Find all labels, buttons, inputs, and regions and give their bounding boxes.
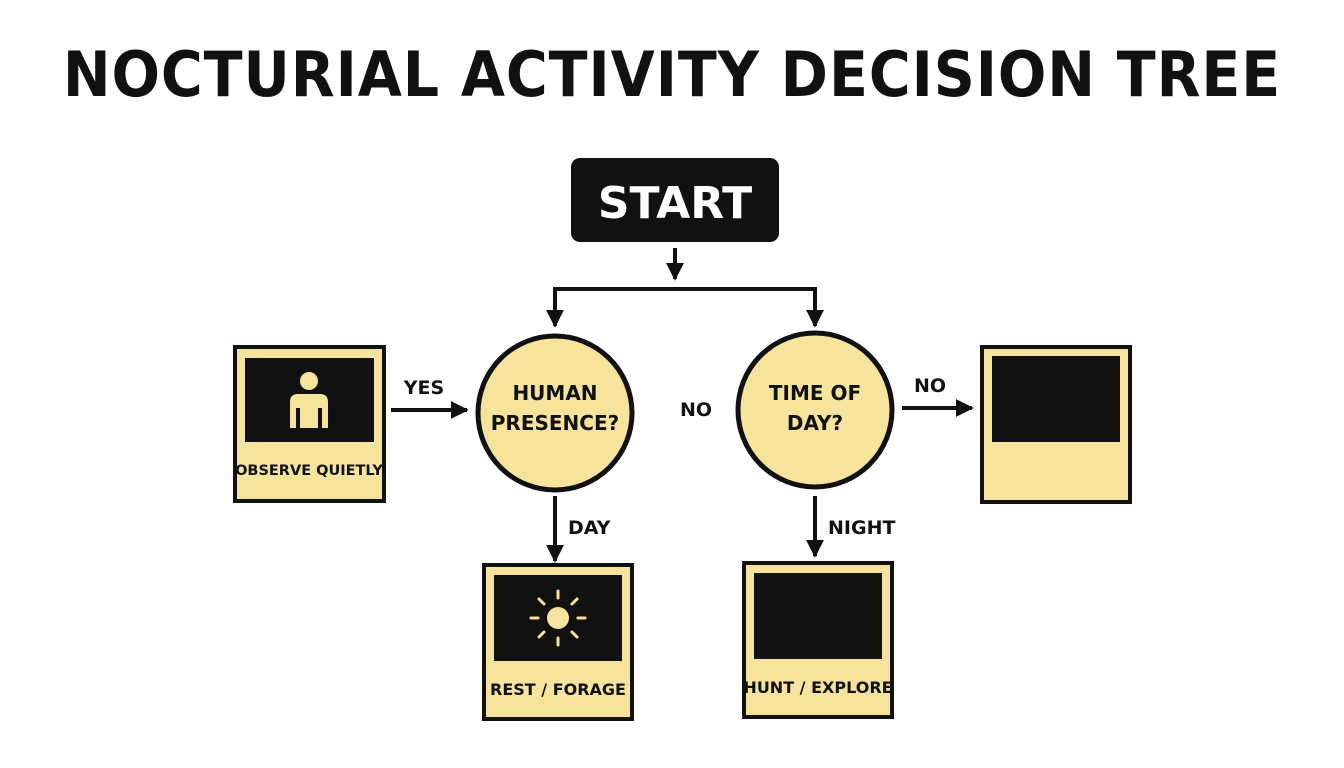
connectors [391, 248, 974, 563]
branch-bar [553, 287, 817, 318]
decision-human-presence: HUMAN PRESENCE? [475, 333, 635, 493]
human-presence-line1: HUMAN [512, 381, 597, 405]
time-of-day-line1: TIME OF [769, 381, 861, 405]
edge-label-day: DAY [568, 517, 611, 539]
decision-time-of-day: TIME OF DAY? [735, 330, 895, 490]
start-node: START [571, 158, 779, 242]
diagram-title: NOCTURIAL ACTIVITY DECISION TREE [62, 38, 1282, 111]
edge-label-no-right: NO [914, 375, 946, 397]
observe-quietly-label: OBSERVE QUIETLY [235, 463, 383, 479]
start-label: START [598, 178, 752, 229]
person-icon [290, 372, 328, 428]
edge-label-no-middle: NO [680, 399, 712, 421]
time-of-day-line2: DAY? [787, 411, 843, 435]
hunt-explore-label: HUNT / EXPLORE [743, 678, 892, 697]
outcome-rest-forage: REST / FORAGE [482, 563, 634, 721]
edge-label-night: NIGHT [828, 517, 895, 539]
outcome-hunt-explore: HUNT / EXPLORE [742, 561, 894, 719]
human-presence-line2: PRESENCE? [491, 411, 619, 435]
sun-icon [529, 589, 587, 647]
outcome-unlabeled [980, 345, 1132, 504]
edge-label-yes: YES [403, 377, 444, 399]
rest-forage-label: REST / FORAGE [490, 680, 626, 699]
outcome-observe-quietly: OBSERVE QUIETLY [233, 345, 386, 503]
